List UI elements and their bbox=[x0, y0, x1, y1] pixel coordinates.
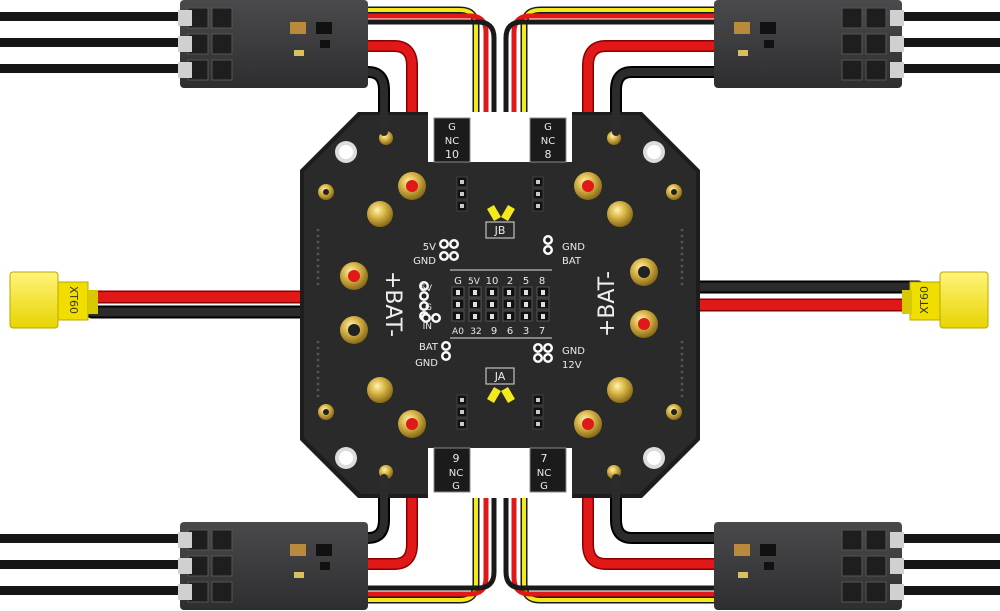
center-label-2: 2 bbox=[507, 276, 513, 287]
xt60-left-connector: XT60 bbox=[9, 271, 98, 329]
pad-tr-inner bbox=[607, 201, 633, 227]
port-bottom-left-signal: 9 bbox=[453, 452, 460, 465]
esc-module bbox=[714, 0, 1000, 88]
port-top-left-gnd: G bbox=[448, 122, 456, 133]
port-bottom-right-nc: NC bbox=[537, 468, 551, 479]
label-left-mid-5v: 5V bbox=[420, 284, 433, 294]
port-bottom-left-nc: NC bbox=[449, 468, 463, 479]
center-label-10: 10 bbox=[486, 276, 499, 287]
label-left-gnd: GND bbox=[413, 256, 436, 267]
port-top-left-signal: 10 bbox=[445, 148, 459, 161]
label-left-bat: BAT bbox=[419, 342, 439, 353]
solder-pads bbox=[340, 172, 658, 438]
center-label-g: G bbox=[454, 276, 462, 287]
center-label-6: 6 bbox=[507, 326, 513, 337]
jumper-top-label: JB bbox=[494, 224, 506, 237]
label-right-gnd: GND bbox=[562, 242, 585, 253]
bat-label-left: +BAT- bbox=[380, 271, 405, 337]
pad-tl-inner bbox=[367, 201, 393, 227]
bat-label-right: +BAT- bbox=[595, 271, 620, 337]
port-bottom-left-gnd: G bbox=[452, 481, 460, 492]
center-label-8: 8 bbox=[539, 276, 545, 287]
label-right-12v: 12V bbox=[562, 360, 582, 371]
label-right-gnd2: GND bbox=[562, 346, 585, 357]
center-label-32: 32 bbox=[470, 327, 481, 337]
pad-bl-inner bbox=[367, 377, 393, 403]
center-label-5: 5 bbox=[523, 276, 529, 287]
vias bbox=[316, 228, 684, 398]
label-left-mid-g: G bbox=[425, 303, 432, 313]
label-right-bat: BAT bbox=[562, 256, 582, 267]
xt60-right-label: XT60 bbox=[918, 286, 931, 314]
silkscreen-labels: G NC 10 G NC 8 9 NC G 7 NC G JB JA 5V GN… bbox=[380, 122, 620, 492]
xt60-right-connector: XT60 bbox=[902, 271, 989, 329]
label-left-mid-in: IN bbox=[423, 322, 432, 332]
center-label-a0: A0 bbox=[452, 327, 464, 337]
label-left-gnd2: GND bbox=[415, 358, 438, 369]
port-bottom-right-signal: 7 bbox=[541, 452, 548, 465]
label-left-5v: 5V bbox=[423, 242, 436, 253]
center-label-9: 9 bbox=[491, 326, 497, 337]
port-bottom-right-gnd: G bbox=[540, 481, 548, 492]
center-label-5v: 5V bbox=[468, 277, 481, 287]
mounting-holes bbox=[318, 131, 682, 479]
esc-module bbox=[714, 522, 1000, 610]
esc-module bbox=[0, 0, 368, 88]
center-label-3: 3 bbox=[523, 326, 529, 337]
esc-lead-ends bbox=[380, 96, 620, 514]
port-top-left-nc: NC bbox=[445, 136, 459, 147]
xt60-left-label: XT60 bbox=[67, 286, 80, 314]
pad-br-inner bbox=[607, 377, 633, 403]
port-top-right-gnd: G bbox=[544, 122, 552, 133]
esc-module bbox=[0, 522, 368, 610]
port-top-right-signal: 8 bbox=[545, 148, 552, 161]
center-label-7: 7 bbox=[539, 326, 545, 337]
servo-headers bbox=[419, 176, 553, 430]
pdb-board bbox=[300, 112, 700, 498]
port-top-right-nc: NC bbox=[541, 136, 555, 147]
jumper-bottom-label: JA bbox=[494, 370, 506, 383]
